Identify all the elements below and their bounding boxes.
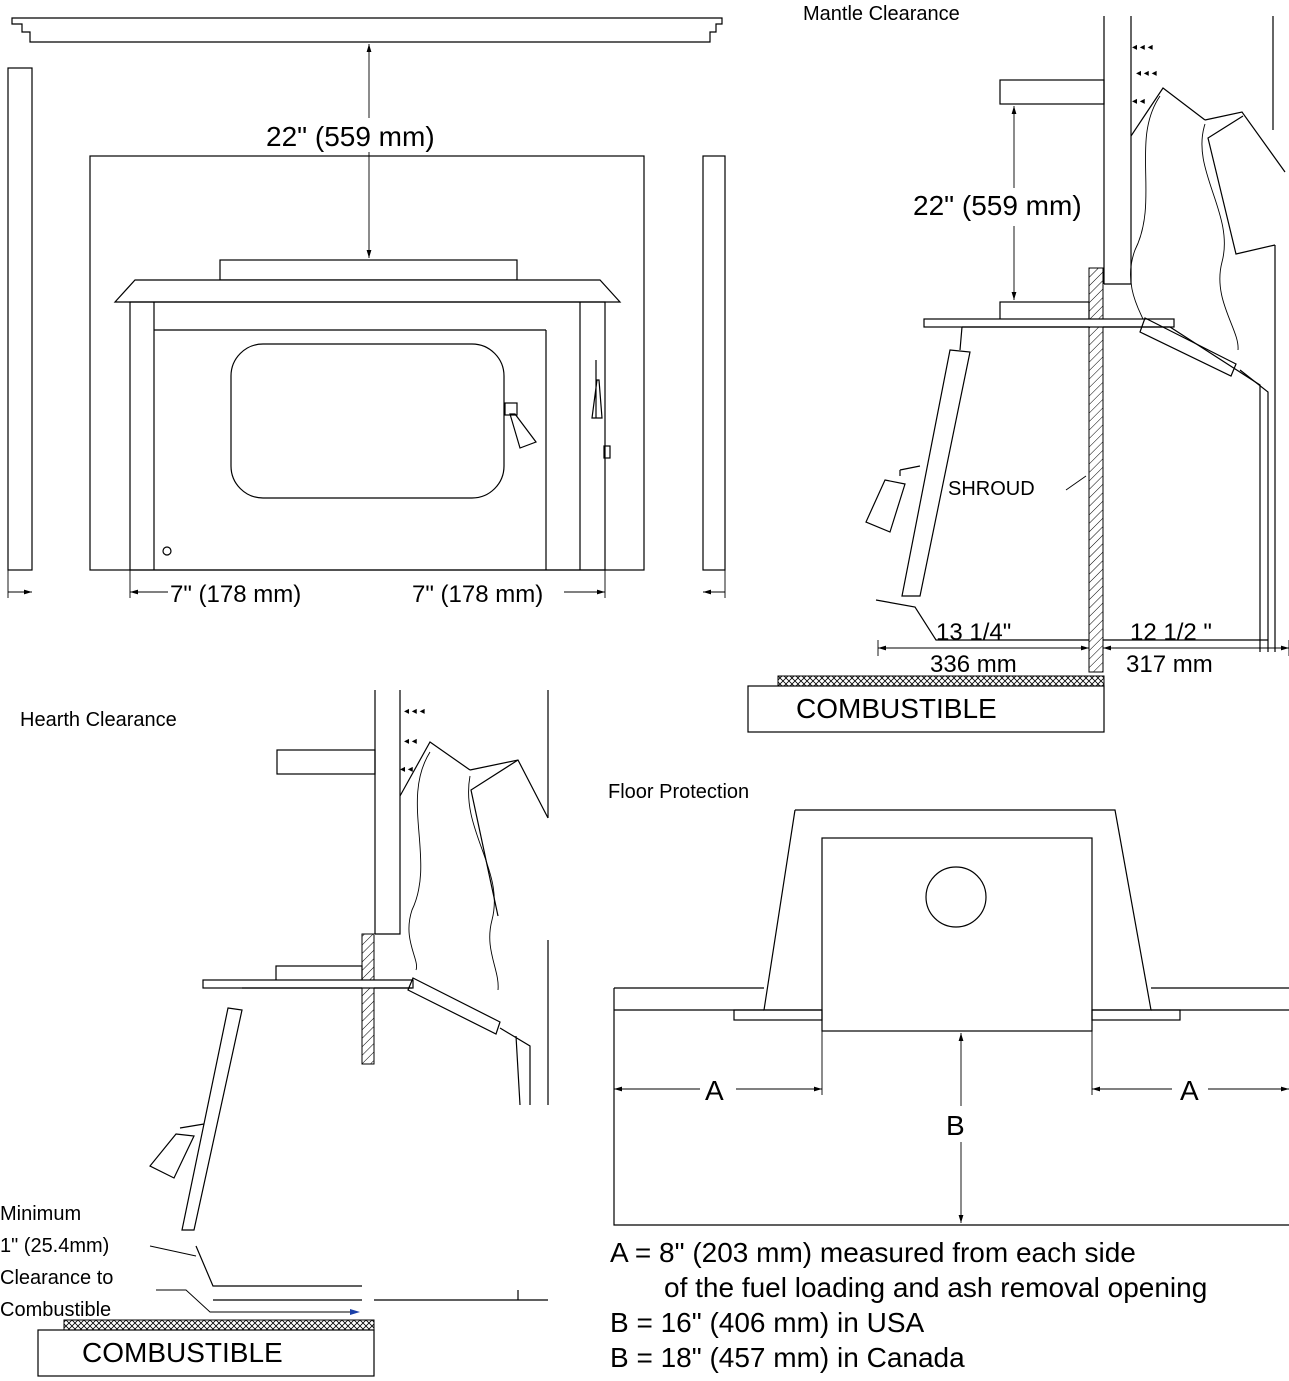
mantle-front-dim-mm: 336 mm	[930, 651, 1017, 678]
front-stove-body	[129, 301, 606, 571]
svg-text:◂ ◂ ◂: ◂ ◂ ◂	[1132, 42, 1153, 53]
mantle-side-view: ◂ ◂ ◂ ◂ ◂ ◂ ◂ ◂	[747, 16, 1289, 733]
hearth-note-line3: Clearance to	[0, 1267, 113, 1289]
mantle-combustible-label: COMBUSTIBLE	[796, 693, 997, 724]
front-door-window	[230, 343, 505, 499]
front-fireplace-opening	[89, 155, 645, 571]
hearth-combustible-floor	[37, 1329, 375, 1377]
hearth-note-line2: 1" (25.4mm)	[0, 1235, 109, 1257]
front-stove-top-plate	[113, 279, 622, 303]
note-line3: B = 16" (406 mm) in USA	[610, 1307, 924, 1338]
mantle-rear-dim-in: 12 1/2 "	[1130, 619, 1212, 646]
front-door-handle	[509, 413, 537, 449]
note-line4: B = 18" (457 mm) in Canada	[610, 1342, 965, 1373]
mantle-front-dim-in: 13 1/4"	[936, 619, 1011, 646]
front-mantle-shelf	[11, 17, 723, 43]
front-top-clearance-label: 22" (559 mm)	[266, 121, 435, 152]
floor-dim-a-right: A	[1180, 1075, 1199, 1106]
front-side-handle	[591, 360, 603, 419]
front-left-side-clearance-label: 7" (178 mm)	[170, 581, 301, 608]
front-right-side-clearance-label: 7" (178 mm)	[412, 581, 543, 608]
mantle-panel-title: Mantle Clearance	[803, 3, 960, 25]
mantle-shroud	[1088, 267, 1104, 673]
mantle-clearance-label: 22" (559 mm)	[913, 190, 1082, 221]
svg-text:◂ ◂: ◂ ◂	[400, 764, 413, 775]
floor-dim-b: B	[946, 1110, 965, 1141]
svg-text:◂ ◂ ◂: ◂ ◂ ◂	[1136, 68, 1157, 79]
hearth-side-view: ◂ ◂ ◂ ◂ ◂ ◂ ◂	[37, 690, 549, 1377]
hearth-note-line4: Combustible	[0, 1299, 111, 1321]
floor-dim-a-left: A	[705, 1075, 724, 1106]
mantle-rear-dim-mm: 317 mm	[1126, 651, 1213, 678]
floor-flue-collar	[925, 866, 987, 928]
note-line2: of the fuel loading and ash removal open…	[664, 1272, 1207, 1303]
hearth-panel-title: Hearth Clearance	[20, 709, 177, 731]
front-view	[7, 17, 726, 598]
mantle-combustible-floor	[747, 685, 1105, 733]
front-left-wall	[7, 67, 33, 571]
svg-text:◂ ◂ ◂: ◂ ◂ ◂	[404, 706, 425, 717]
front-stove-top-collar	[219, 259, 518, 281]
mantle-shroud-label: SHROUD	[948, 478, 1035, 500]
front-door-latch	[504, 402, 518, 416]
note-line1: A = 8" (203 mm) measured from each side	[610, 1237, 1136, 1268]
hearth-combustible-label: COMBUSTIBLE	[82, 1337, 283, 1368]
floor-panel-title: Floor Protection	[608, 781, 749, 803]
svg-text:◂ ◂: ◂ ◂	[1132, 96, 1145, 107]
front-knob	[162, 546, 172, 556]
front-right-wall	[702, 155, 726, 571]
hearth-note-line1: Minimum	[0, 1203, 81, 1225]
floor-plan-view	[613, 809, 1289, 1226]
svg-text:◂ ◂: ◂ ◂	[404, 736, 417, 747]
mantle-shelf	[999, 79, 1105, 105]
